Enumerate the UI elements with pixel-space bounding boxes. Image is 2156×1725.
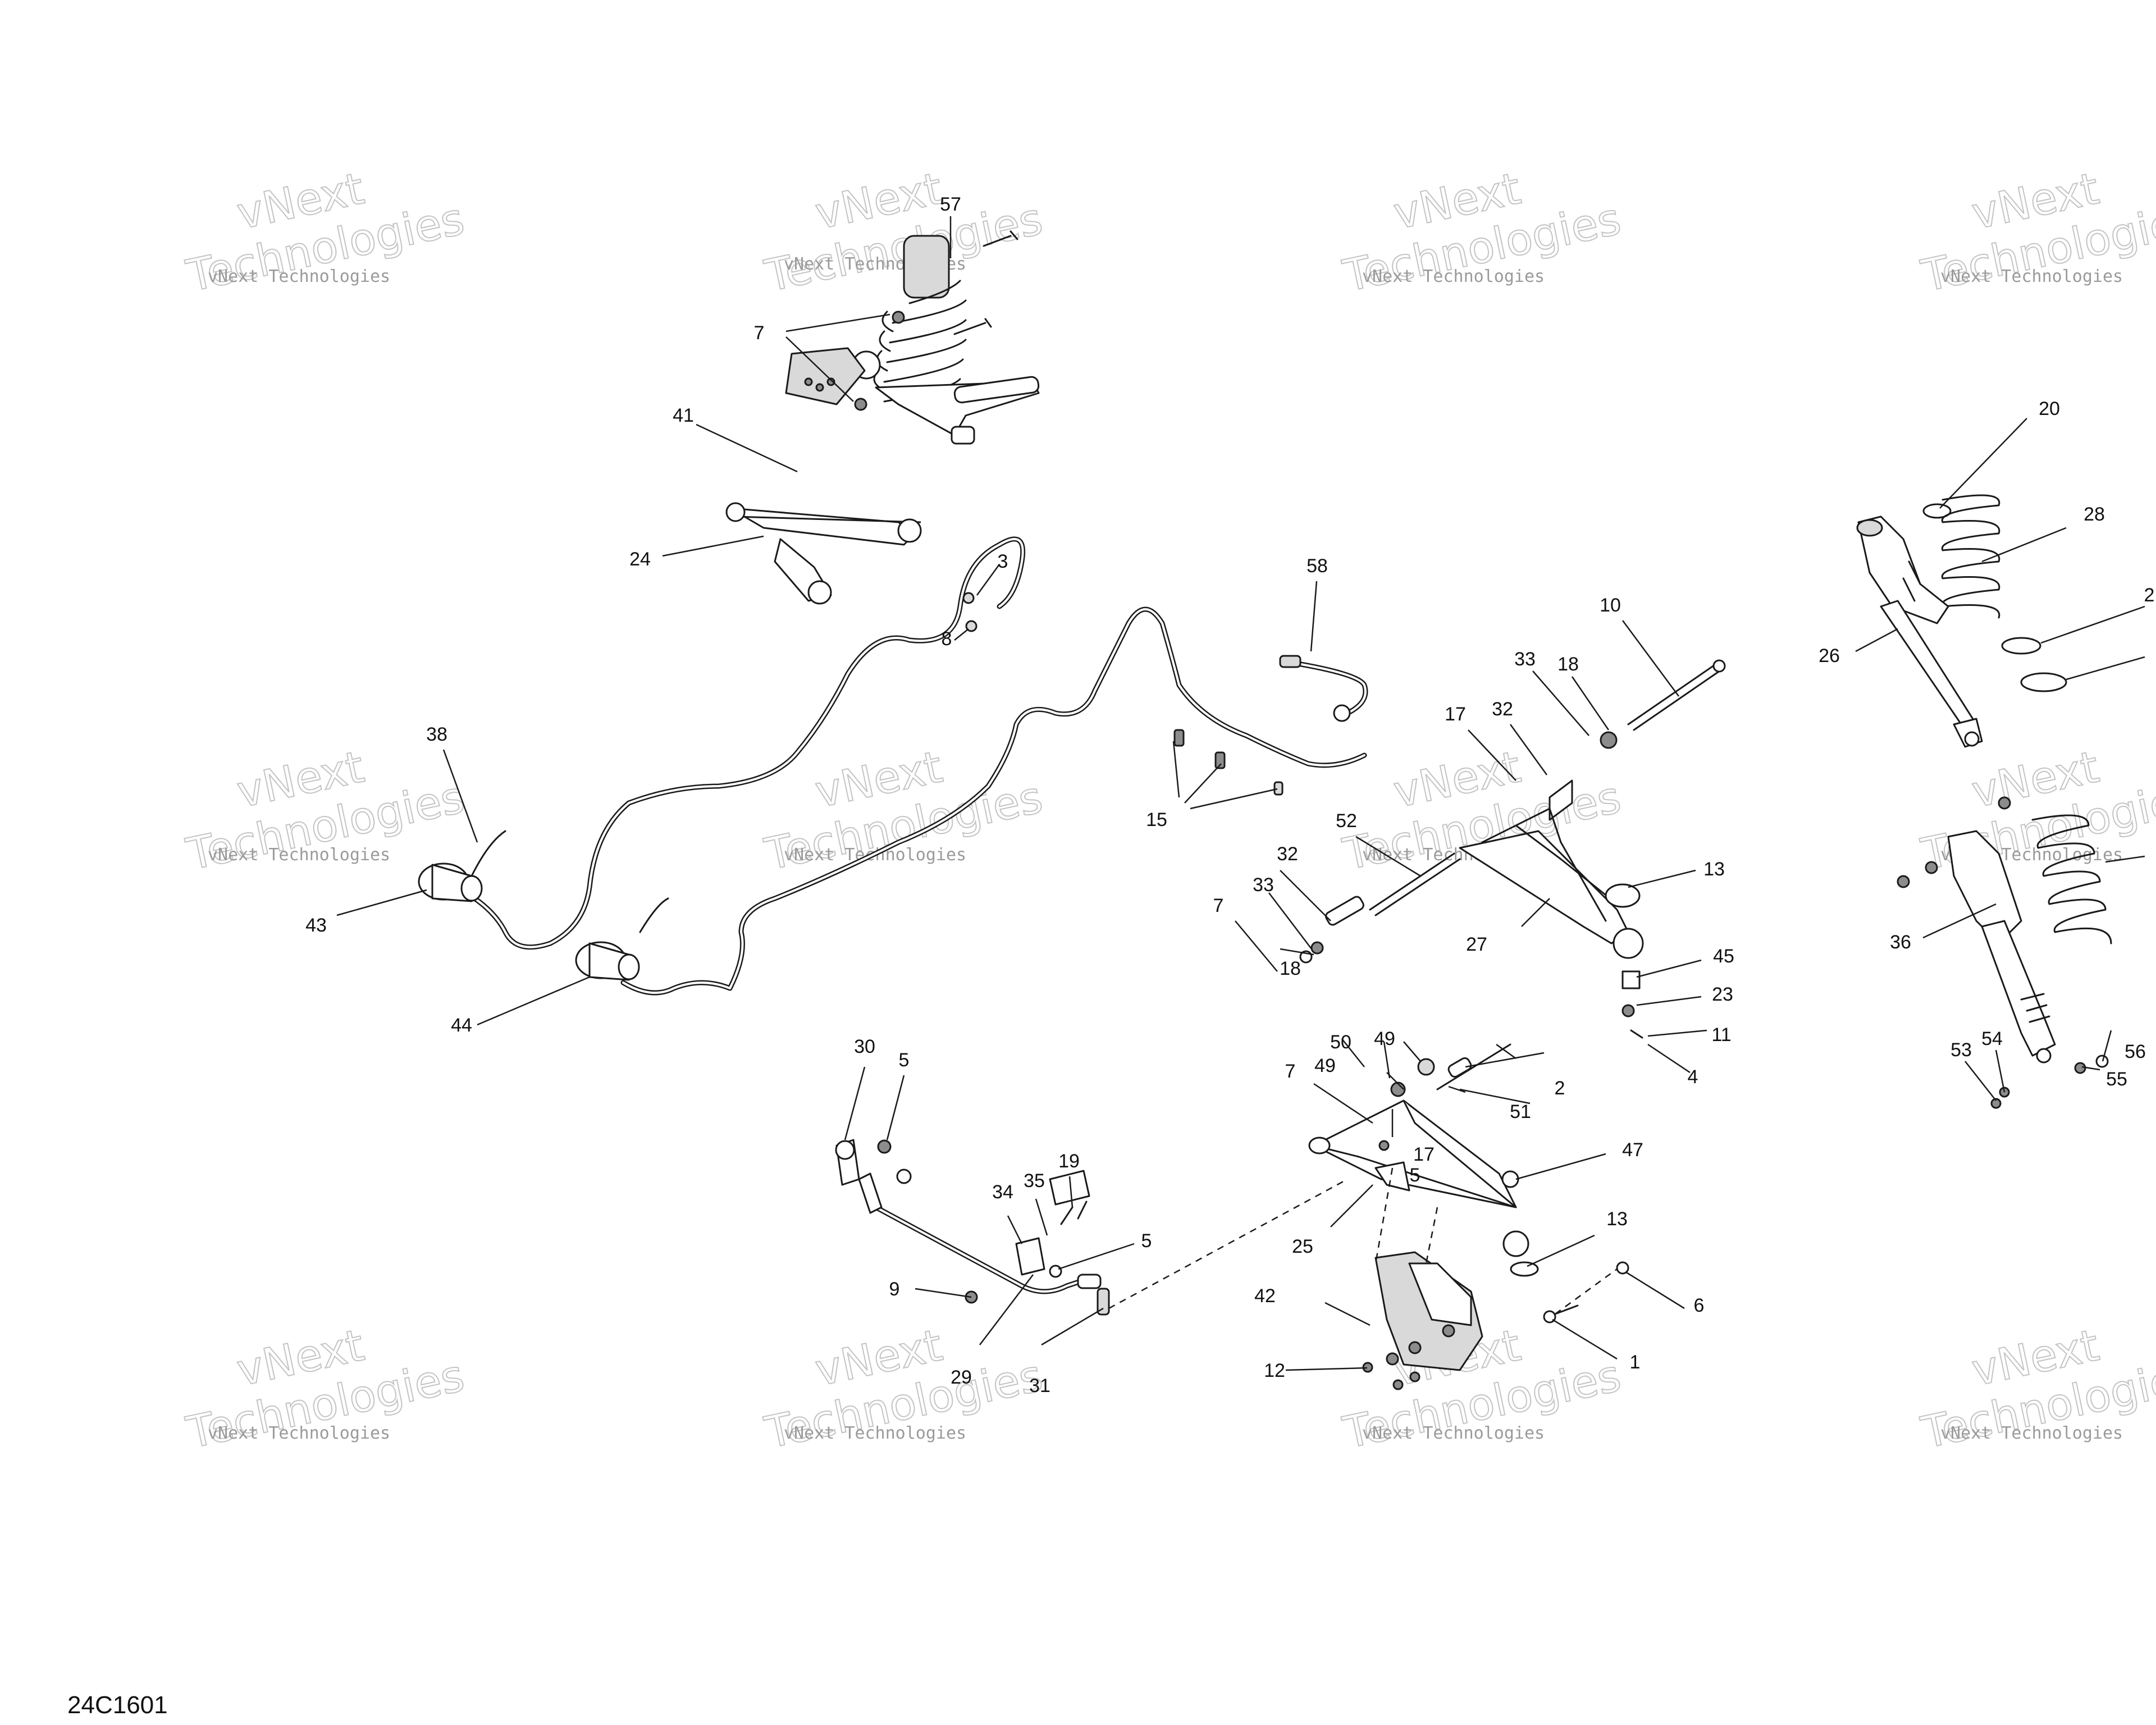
- callout-32: 32: [1277, 843, 1298, 865]
- callout-44: 44: [451, 1015, 472, 1036]
- fittings: [1173, 729, 1283, 796]
- callout-7: 7: [1213, 895, 1224, 916]
- watermark-text: vNext Technologies: [1940, 1423, 2123, 1443]
- callout-4: 4: [1688, 1066, 1698, 1088]
- callout-34: 34: [992, 1181, 1013, 1203]
- watermark-text: vNext Technologies: [208, 1423, 390, 1443]
- callout-41: 41: [673, 405, 694, 426]
- callout-12: 12: [1264, 1360, 1285, 1381]
- callout-9: 9: [889, 1279, 900, 1300]
- callout-38: 38: [426, 724, 447, 745]
- callout-5: 5: [1410, 1165, 1420, 1186]
- callout-54: 54: [1981, 1028, 2003, 1049]
- watermarks: vNext Technologies vNext Technologies vN…: [182, 163, 2156, 1459]
- callout-31: 31: [1029, 1375, 1050, 1397]
- callout-1: 1: [1630, 1352, 1641, 1373]
- callout-55: 55: [2106, 1069, 2127, 1090]
- lower-arm-assembly: [1308, 1043, 1629, 1390]
- callout-3: 3: [998, 551, 1008, 572]
- top-shock-assembly: [852, 230, 1040, 445]
- watermark-text: vNext Technologies: [208, 845, 390, 865]
- watermark-text: vNext Technologies: [1362, 267, 1545, 286]
- callout-5: 5: [1141, 1230, 1152, 1252]
- callout-10: 10: [1600, 595, 1621, 616]
- callout-5: 5: [899, 1049, 910, 1071]
- callout-36: 36: [1890, 932, 1911, 953]
- callout-13: 13: [1703, 859, 1725, 880]
- callout-20: 20: [2039, 398, 2060, 419]
- callout-51: 51: [1510, 1101, 1531, 1122]
- callout-28: 28: [2084, 504, 2105, 525]
- callout-7: 7: [754, 322, 765, 344]
- brake-lines: [463, 536, 1367, 996]
- callout-27: 27: [1466, 934, 1487, 955]
- upper-arm-assembly: [725, 347, 922, 605]
- callout-49: 49: [1314, 1055, 1336, 1076]
- callout-50: 50: [1330, 1032, 1351, 1053]
- callout-42: 42: [1254, 1285, 1276, 1307]
- callouts: 57 7 41 24 3 8 38 43 44 58 15 10 33 18 1…: [305, 194, 2154, 1397]
- callout-11: 11: [1711, 1024, 1731, 1046]
- callout-19: 19: [1058, 1151, 1080, 1172]
- callout-43: 43: [305, 915, 327, 936]
- leader-lines: [336, 216, 2145, 1371]
- callout-13: 13: [1606, 1208, 1628, 1230]
- callout-15: 15: [1146, 809, 1167, 830]
- callout-33: 33: [1253, 874, 1274, 896]
- callout-56: 56: [2125, 1041, 2146, 1062]
- watermark-text: vNext Technologies: [1362, 1423, 1545, 1443]
- callout-2: 2: [2144, 585, 2155, 606]
- callout-30: 30: [854, 1036, 875, 1057]
- watermark-text: vNext Technologies: [208, 267, 390, 286]
- watermark-text: vNext Technologies: [784, 1423, 966, 1443]
- diagram-code: 24C1601: [67, 1691, 168, 1719]
- callout-32: 32: [1492, 699, 1513, 720]
- callout-18: 18: [1280, 958, 1301, 979]
- right-shock-spring: [1856, 494, 2067, 748]
- callout-2: 2: [1555, 1078, 1565, 1099]
- callout-52: 52: [1336, 810, 1357, 832]
- brake-cylinders: [418, 862, 640, 981]
- callout-33: 33: [1514, 649, 1536, 670]
- watermark-text: vNext Technologies: [1940, 267, 2123, 286]
- callout-49: 49: [1374, 1028, 1395, 1049]
- callout-26: 26: [1819, 645, 1840, 667]
- sway-bar-assembly: [835, 1139, 1110, 1316]
- callout-23: 23: [1712, 984, 1733, 1005]
- short-brake-hose: [1279, 655, 1368, 722]
- callout-18: 18: [1557, 654, 1579, 675]
- callout-7: 7: [1285, 1061, 1296, 1082]
- callout-29: 29: [951, 1367, 972, 1388]
- callout-6: 6: [1694, 1295, 1705, 1316]
- callout-35: 35: [1024, 1170, 1045, 1192]
- callout-17: 17: [1445, 704, 1466, 725]
- callout-53: 53: [1951, 1039, 1972, 1061]
- callout-8: 8: [942, 628, 952, 650]
- callout-25: 25: [1292, 1236, 1313, 1257]
- callout-17: 17: [1413, 1144, 1435, 1165]
- callout-24: 24: [629, 549, 651, 570]
- callout-58: 58: [1307, 555, 1328, 577]
- callout-57: 57: [940, 194, 961, 215]
- callout-45: 45: [1713, 946, 1734, 967]
- callout-47: 47: [1622, 1139, 1643, 1161]
- middle-arm-assembly: [1299, 659, 1726, 1039]
- lower-right-shock: [1897, 796, 2112, 1109]
